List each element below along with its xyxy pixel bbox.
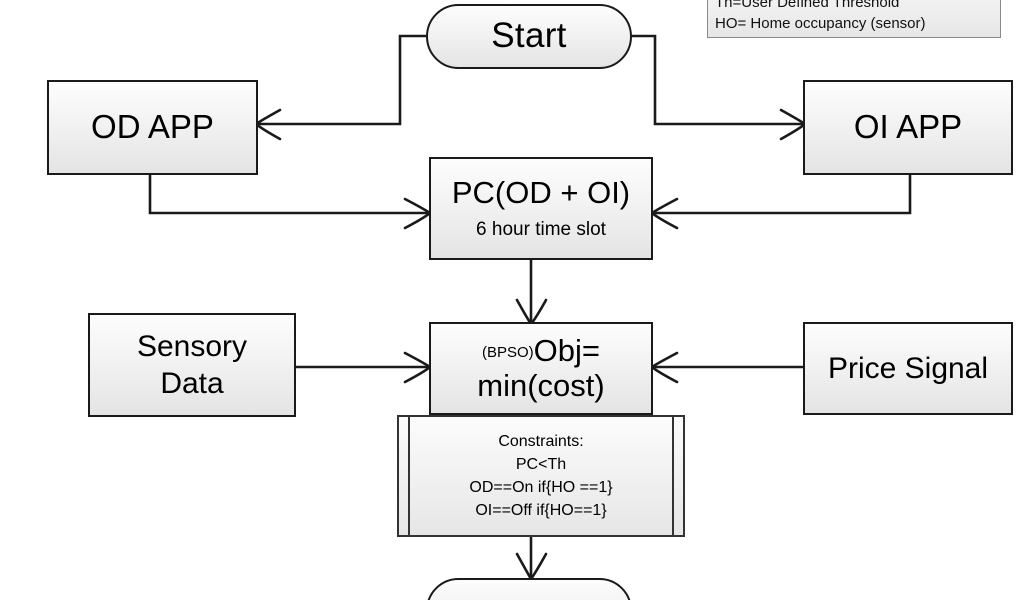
node-sensory-data-line-1: Sensory xyxy=(136,329,248,363)
node-objective-line-2: min(cost) xyxy=(477,367,605,403)
node-start-label: Start xyxy=(491,16,567,56)
node-constraints-line-2: PC<Th xyxy=(515,456,567,473)
edge-oi-app-to-pc-arrowhead xyxy=(650,197,679,230)
edge-od-app-to-pc xyxy=(148,175,428,215)
node-power-consumption[interactable]: PC(OD + OI) 6 hour time slot xyxy=(429,157,653,260)
node-constraints-line-4: OI==Off if{HO==1} xyxy=(475,502,607,519)
node-power-consumption-title: PC(OD + OI) xyxy=(451,175,631,210)
edge-pc-to-objective-arrowhead xyxy=(515,298,548,326)
edge-start-to-od-app-arrowhead xyxy=(254,108,282,141)
edge-oi-app-to-pc xyxy=(654,175,912,215)
node-objective[interactable]: (BPSO)Obj= min(cost) xyxy=(429,322,653,415)
node-constraints-line-1: Constraints: xyxy=(498,433,584,450)
node-constraints-line-3: OD==On if{HO ==1} xyxy=(469,479,613,496)
node-price-signal-label: Price Signal xyxy=(827,351,989,385)
definitions-legend: Th=User Defined Threshold HO= Home occup… xyxy=(707,0,1001,38)
node-objective-method-label: (BPSO) xyxy=(481,344,534,362)
edge-constraints-to-end-arrowhead xyxy=(515,552,548,581)
node-end[interactable] xyxy=(426,578,632,600)
edge-od-app-to-pc-arrowhead xyxy=(403,197,432,230)
node-oi-app-label: OI APP xyxy=(853,108,963,146)
node-sensory-data-line-2: Data xyxy=(160,367,224,400)
legend-line-threshold: Th=User Defined Threshold xyxy=(715,0,900,11)
node-start[interactable]: Start xyxy=(426,4,632,69)
node-od-app[interactable]: OD APP xyxy=(47,80,258,175)
edge-start-to-oi-app-arrowhead xyxy=(779,108,807,141)
node-objective-obj-label: Obj= xyxy=(533,333,601,369)
edge-start-to-od-app xyxy=(258,34,426,126)
edge-price-signal-to-objective-arrowhead xyxy=(650,351,679,384)
edge-sensory-data-to-objective-arrowhead xyxy=(403,351,432,384)
node-sensory-data[interactable]: Sensory Data xyxy=(88,313,296,417)
legend-line-home-occupancy: HO= Home occupancy (sensor) xyxy=(715,15,926,32)
edge-start-to-oi-app xyxy=(631,34,803,126)
node-od-app-label: OD APP xyxy=(91,108,214,146)
node-constraints[interactable]: Constraints: PC<Th OD==On if{HO ==1} OI=… xyxy=(397,415,685,537)
node-power-consumption-subtitle: 6 hour time slot xyxy=(476,219,606,241)
node-oi-app[interactable]: OI APP xyxy=(803,80,1013,175)
node-objective-line-1: (BPSO)Obj= xyxy=(482,335,600,367)
node-price-signal[interactable]: Price Signal xyxy=(803,322,1013,415)
